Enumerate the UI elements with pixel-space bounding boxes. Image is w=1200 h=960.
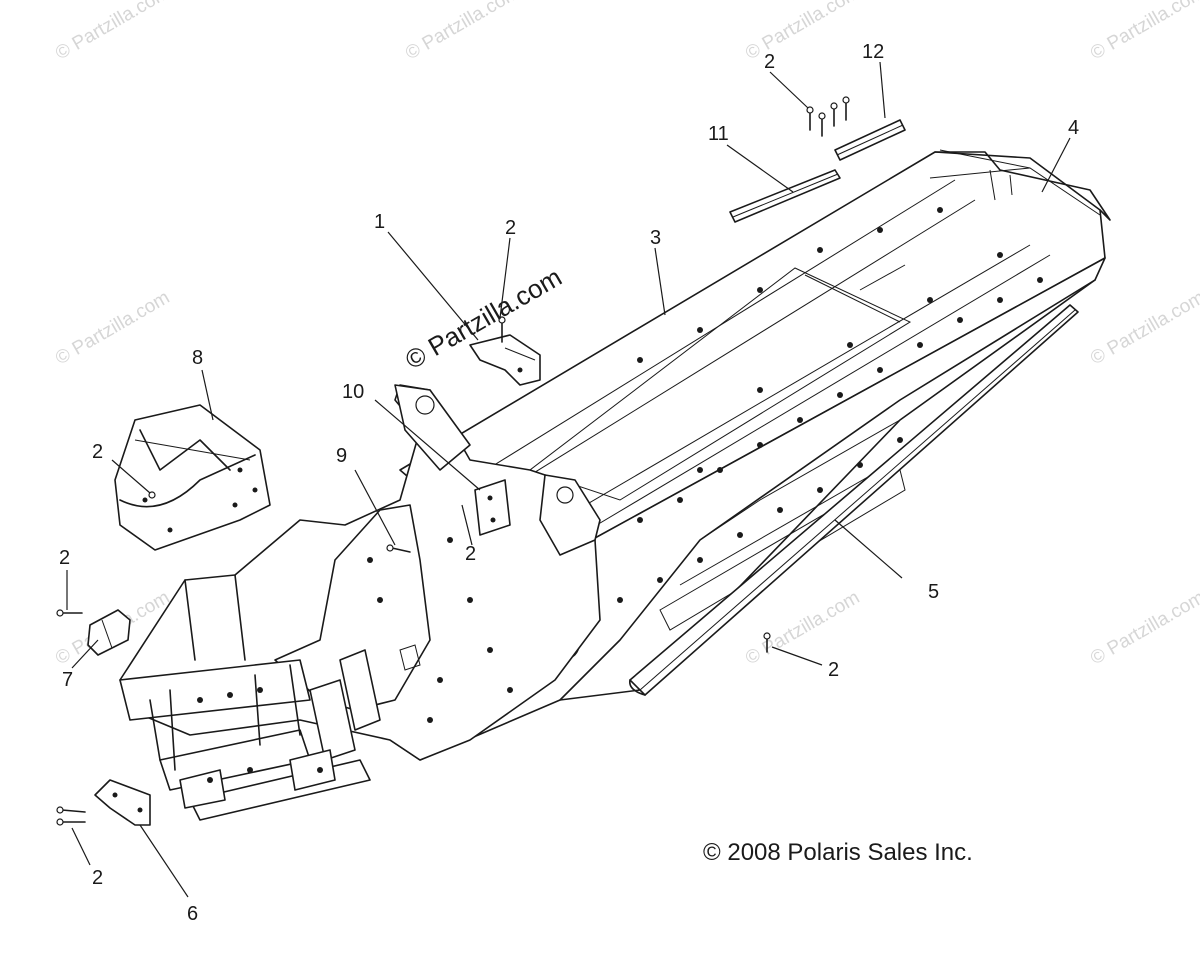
bracket-10[interactable] bbox=[474, 479, 511, 536]
bolt-icon[interactable] bbox=[56, 609, 83, 617]
watermark-text: © Partzilla.com bbox=[742, 587, 863, 669]
watermark-text: © Partzilla.com bbox=[1087, 287, 1200, 369]
bolt-pair-icon[interactable] bbox=[56, 806, 86, 826]
hinge-7[interactable] bbox=[87, 609, 131, 656]
shield-plate-6[interactable] bbox=[94, 779, 151, 826]
perforation-pattern bbox=[659, 469, 906, 631]
callout-11[interactable]: 11 bbox=[708, 123, 729, 145]
rivet-set-icon[interactable] bbox=[806, 96, 850, 137]
watermark-text: © Partzilla.com bbox=[52, 287, 173, 369]
callout-2[interactable]: 2 bbox=[764, 51, 775, 73]
callout-5[interactable]: 5 bbox=[928, 581, 939, 603]
bracket-1[interactable] bbox=[469, 334, 541, 386]
callout-labels: 1 2 3 4 12 2 11 8 2 10 9 2 2 7 5 2 2 6 bbox=[59, 41, 1079, 925]
watermark-text: © Partzilla.com bbox=[52, 0, 173, 64]
callout-6[interactable]: 6 bbox=[187, 903, 198, 925]
leader-lines bbox=[66, 61, 1071, 898]
callout-2[interactable]: 2 bbox=[828, 659, 839, 681]
watermark-text: © Partzilla.com bbox=[1087, 587, 1200, 669]
rivet-icon[interactable] bbox=[148, 491, 156, 499]
callout-7[interactable]: 7 bbox=[62, 669, 73, 691]
callout-8[interactable]: 8 bbox=[192, 347, 203, 369]
callout-12[interactable]: 12 bbox=[862, 41, 884, 63]
front-bulkhead[interactable] bbox=[119, 384, 601, 821]
runner-strip-11[interactable] bbox=[729, 169, 841, 223]
callout-9[interactable]: 9 bbox=[336, 445, 347, 467]
copyright-text: © 2008 Polaris Sales Inc. bbox=[703, 839, 973, 866]
callout-4[interactable]: 4 bbox=[1068, 117, 1079, 139]
callout-2[interactable]: 2 bbox=[465, 543, 476, 565]
bolt-icon[interactable] bbox=[498, 316, 506, 343]
rear-bumper bbox=[934, 151, 1111, 221]
callout-2[interactable]: 2 bbox=[505, 217, 516, 239]
callout-2[interactable]: 2 bbox=[92, 441, 103, 463]
side-rail[interactable] bbox=[628, 304, 1079, 696]
callout-2[interactable]: 2 bbox=[59, 547, 70, 569]
callout-3[interactable]: 3 bbox=[650, 227, 661, 249]
bolt-icon[interactable] bbox=[386, 544, 411, 553]
callout-2[interactable]: 2 bbox=[92, 867, 103, 889]
watermark-text: © Partzilla.com bbox=[402, 0, 523, 64]
callout-1[interactable]: 1 bbox=[374, 211, 385, 233]
bracket-8[interactable] bbox=[114, 404, 271, 551]
callout-10[interactable]: 10 bbox=[342, 381, 364, 403]
watermark-text: © Partzilla.com bbox=[1087, 0, 1200, 64]
rivet-icon[interactable] bbox=[763, 632, 771, 653]
watermark-text: © Partzilla.com bbox=[742, 0, 863, 64]
runner-strip-12[interactable] bbox=[834, 119, 906, 161]
